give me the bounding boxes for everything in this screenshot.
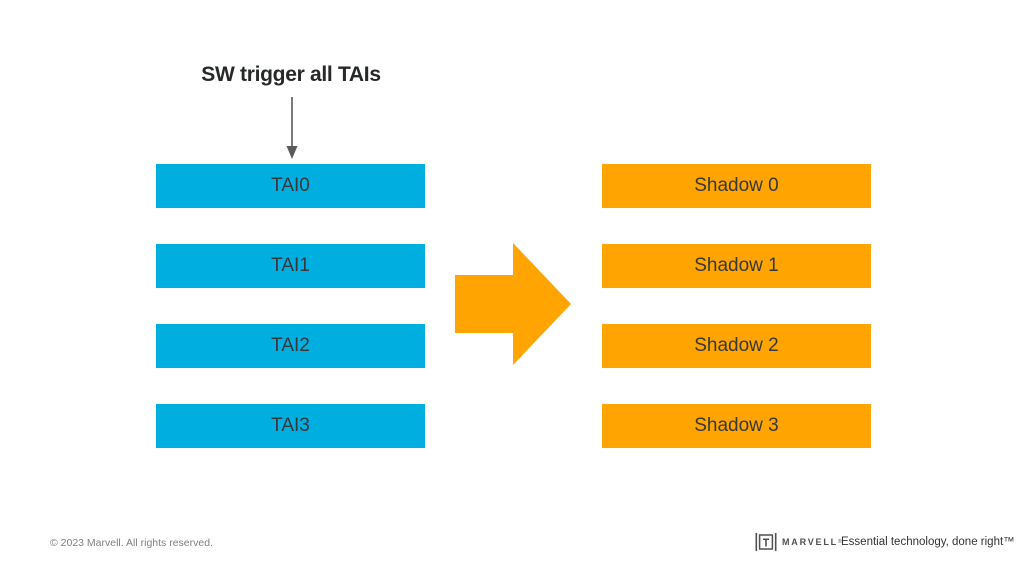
shadow-box: Shadow 2 <box>602 324 871 368</box>
copyright-text: © 2023 Marvell. All rights reserved. <box>50 537 213 549</box>
tai-box: TAI2 <box>156 324 425 368</box>
shadow-box: Shadow 3 <box>602 404 871 448</box>
brand-tagline: Essential technology, done right™ <box>841 536 1015 548</box>
shadow-column: Shadow 0 Shadow 1 Shadow 2 Shadow 3 <box>602 164 871 448</box>
tai-box-label: TAI2 <box>271 335 310 356</box>
tai-box-label: TAI1 <box>271 255 310 276</box>
tai-box: TAI0 <box>156 164 425 208</box>
tai-column: TAI0 TAI1 TAI2 TAI3 <box>156 164 425 448</box>
marvell-logo-icon <box>755 533 777 551</box>
marvell-logo: MARVELL® <box>755 529 842 555</box>
shadow-box: Shadow 0 <box>602 164 871 208</box>
shadow-box-label: Shadow 0 <box>694 175 779 196</box>
shadow-box-label: Shadow 1 <box>694 255 779 276</box>
trigger-title: SW trigger all TAIs <box>201 63 381 86</box>
tai-box-label: TAI3 <box>271 415 310 436</box>
shadow-box-label: Shadow 2 <box>694 335 779 356</box>
shadow-box-label: Shadow 3 <box>694 415 779 436</box>
marvell-wordmark: MARVELL <box>782 537 838 547</box>
down-arrow-icon <box>286 97 298 159</box>
tai-box: TAI3 <box>156 404 425 448</box>
tai-box-label: TAI0 <box>271 175 310 196</box>
tai-box: TAI1 <box>156 244 425 288</box>
right-block-arrow-icon <box>455 243 571 365</box>
registered-mark: ® <box>837 539 842 545</box>
shadow-box: Shadow 1 <box>602 244 871 288</box>
